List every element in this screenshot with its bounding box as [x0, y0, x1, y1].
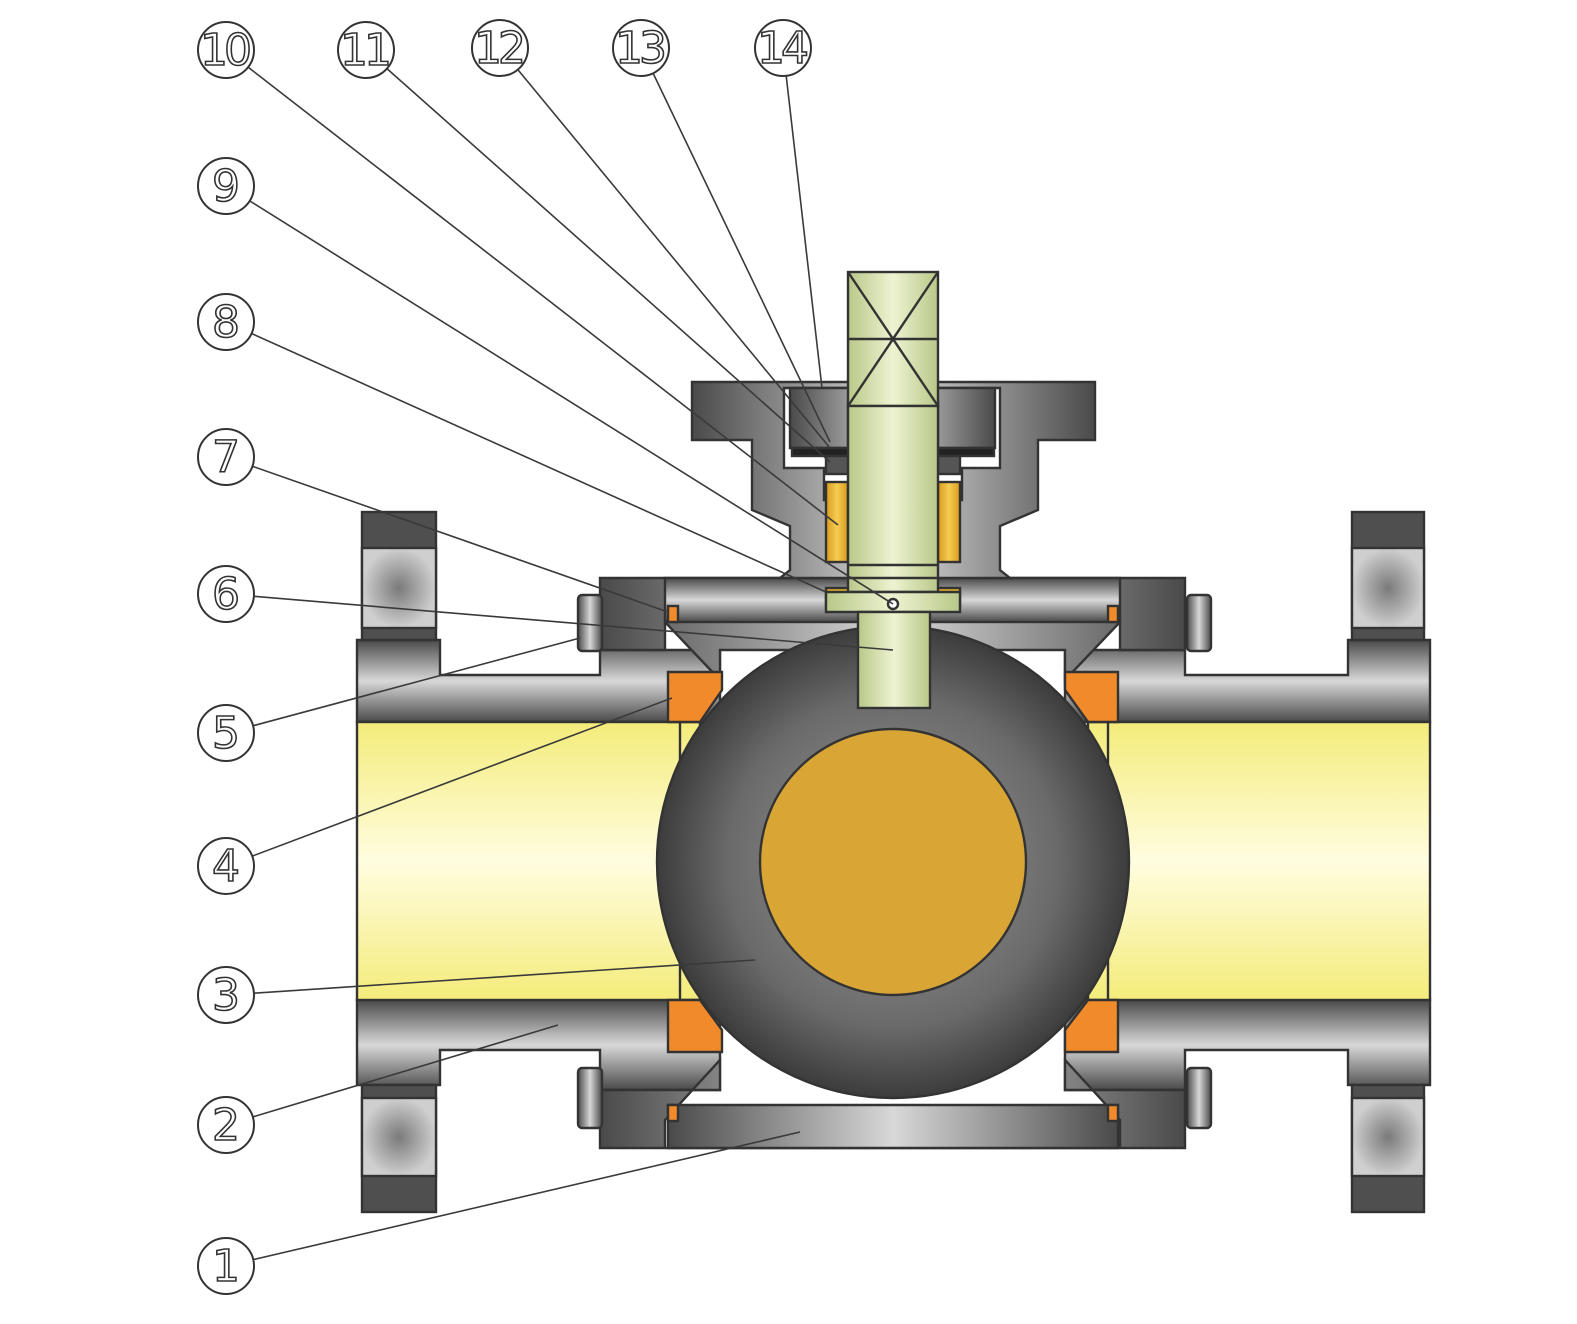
callout-4: 4 — [197, 837, 255, 895]
callout-bubble-11 — [337, 21, 395, 79]
leader-line-7 — [252, 465, 669, 613]
leader-line-6 — [253, 595, 894, 651]
callout-bubble-9 — [197, 157, 255, 215]
callout-number-10: 10 — [200, 25, 252, 76]
leader-line-4 — [251, 697, 673, 857]
callout-bubble-1 — [197, 1237, 255, 1295]
callout-7: 7 — [197, 428, 255, 486]
stem-packing-left — [824, 480, 850, 564]
callout-bubble-8 — [197, 293, 255, 351]
callout-number-14: 14 — [757, 23, 809, 74]
callout-number-12: 12 — [474, 23, 526, 74]
callout-number-6: 6 — [212, 569, 240, 620]
callout-bubble-6 — [197, 565, 255, 623]
seat-rings — [666, 670, 1120, 1054]
callout-8: 8 — [197, 293, 255, 351]
leader-line-10 — [247, 66, 839, 526]
callout-number-1: 1 — [212, 1241, 240, 1292]
leader-lines — [247, 66, 894, 1261]
ball — [655, 624, 1131, 1100]
leader-line-5 — [252, 637, 581, 727]
callout-number-2: 2 — [212, 1100, 240, 1151]
callout-2: 2 — [197, 1096, 255, 1154]
leader-line-13 — [652, 72, 831, 443]
callout-bubble-5 — [197, 704, 255, 762]
right-end-cap — [1063, 510, 1432, 1214]
callout-9: 9 — [197, 157, 255, 215]
callout-11: 11 — [337, 21, 395, 79]
callout-3: 3 — [197, 966, 255, 1024]
stem-packing-right — [936, 480, 962, 564]
callout-bubble-12 — [471, 19, 529, 77]
callout-bubble-2 — [197, 1096, 255, 1154]
callout-bubble-10 — [197, 21, 255, 79]
leader-line-3 — [253, 959, 756, 994]
callout-5: 5 — [197, 704, 255, 762]
callout-bubble-7 — [197, 428, 255, 486]
leader-line-11 — [386, 67, 831, 463]
callout-bubble-4 — [197, 837, 255, 895]
callout-12: 12 — [471, 19, 529, 77]
callout-number-4: 4 — [212, 841, 240, 892]
callout-number-9: 9 — [212, 161, 240, 212]
callout-number-7: 7 — [212, 432, 240, 483]
callout-10: 10 — [197, 21, 255, 79]
leader-line-8 — [251, 332, 827, 593]
callout-6: 6 — [197, 565, 255, 623]
callout-bubble-13 — [612, 19, 670, 77]
leader-line-1 — [253, 1131, 801, 1261]
callout-number-8: 8 — [212, 297, 240, 348]
ball-bore — [758, 727, 1028, 997]
callout-bubble-3 — [197, 966, 255, 1024]
stem — [824, 270, 962, 710]
callout-1: 1 — [197, 1237, 255, 1295]
callout-13: 13 — [612, 19, 670, 77]
left-end-cap — [355, 510, 722, 1214]
callout-bubble-14 — [754, 19, 812, 77]
callout-14: 14 — [754, 19, 812, 77]
leader-line-2 — [252, 1024, 559, 1118]
callout-number-5: 5 — [212, 708, 240, 759]
leader-line-9 — [249, 200, 894, 605]
leader-line-14 — [785, 75, 823, 389]
leader-line-12 — [517, 69, 831, 449]
callout-number-11: 11 — [340, 25, 392, 76]
callout-number-3: 3 — [212, 970, 240, 1021]
callout-number-13: 13 — [615, 23, 667, 74]
